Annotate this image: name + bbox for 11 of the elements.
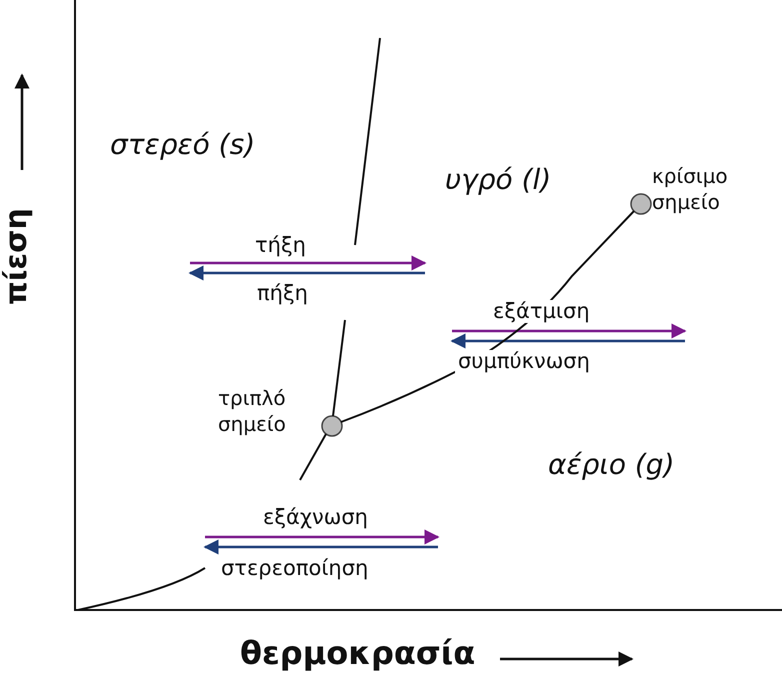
axis-label: πίεση [0, 208, 33, 305]
phase-boundary-curve [77, 433, 327, 611]
phase-label: αέριο (g) [548, 450, 674, 481]
point-label: τριπλό σημείο [218, 385, 287, 437]
phase-point-marker [321, 415, 343, 437]
phase-boundary-curve [332, 37, 381, 417]
phase-label: υγρό (l) [445, 165, 552, 196]
axis-label: θερμοκρασία [240, 636, 476, 672]
phase-point-marker [630, 193, 652, 215]
point-label: κρίσιμο σημείο [652, 163, 729, 215]
phase-label: στερεό (s) [110, 130, 256, 161]
